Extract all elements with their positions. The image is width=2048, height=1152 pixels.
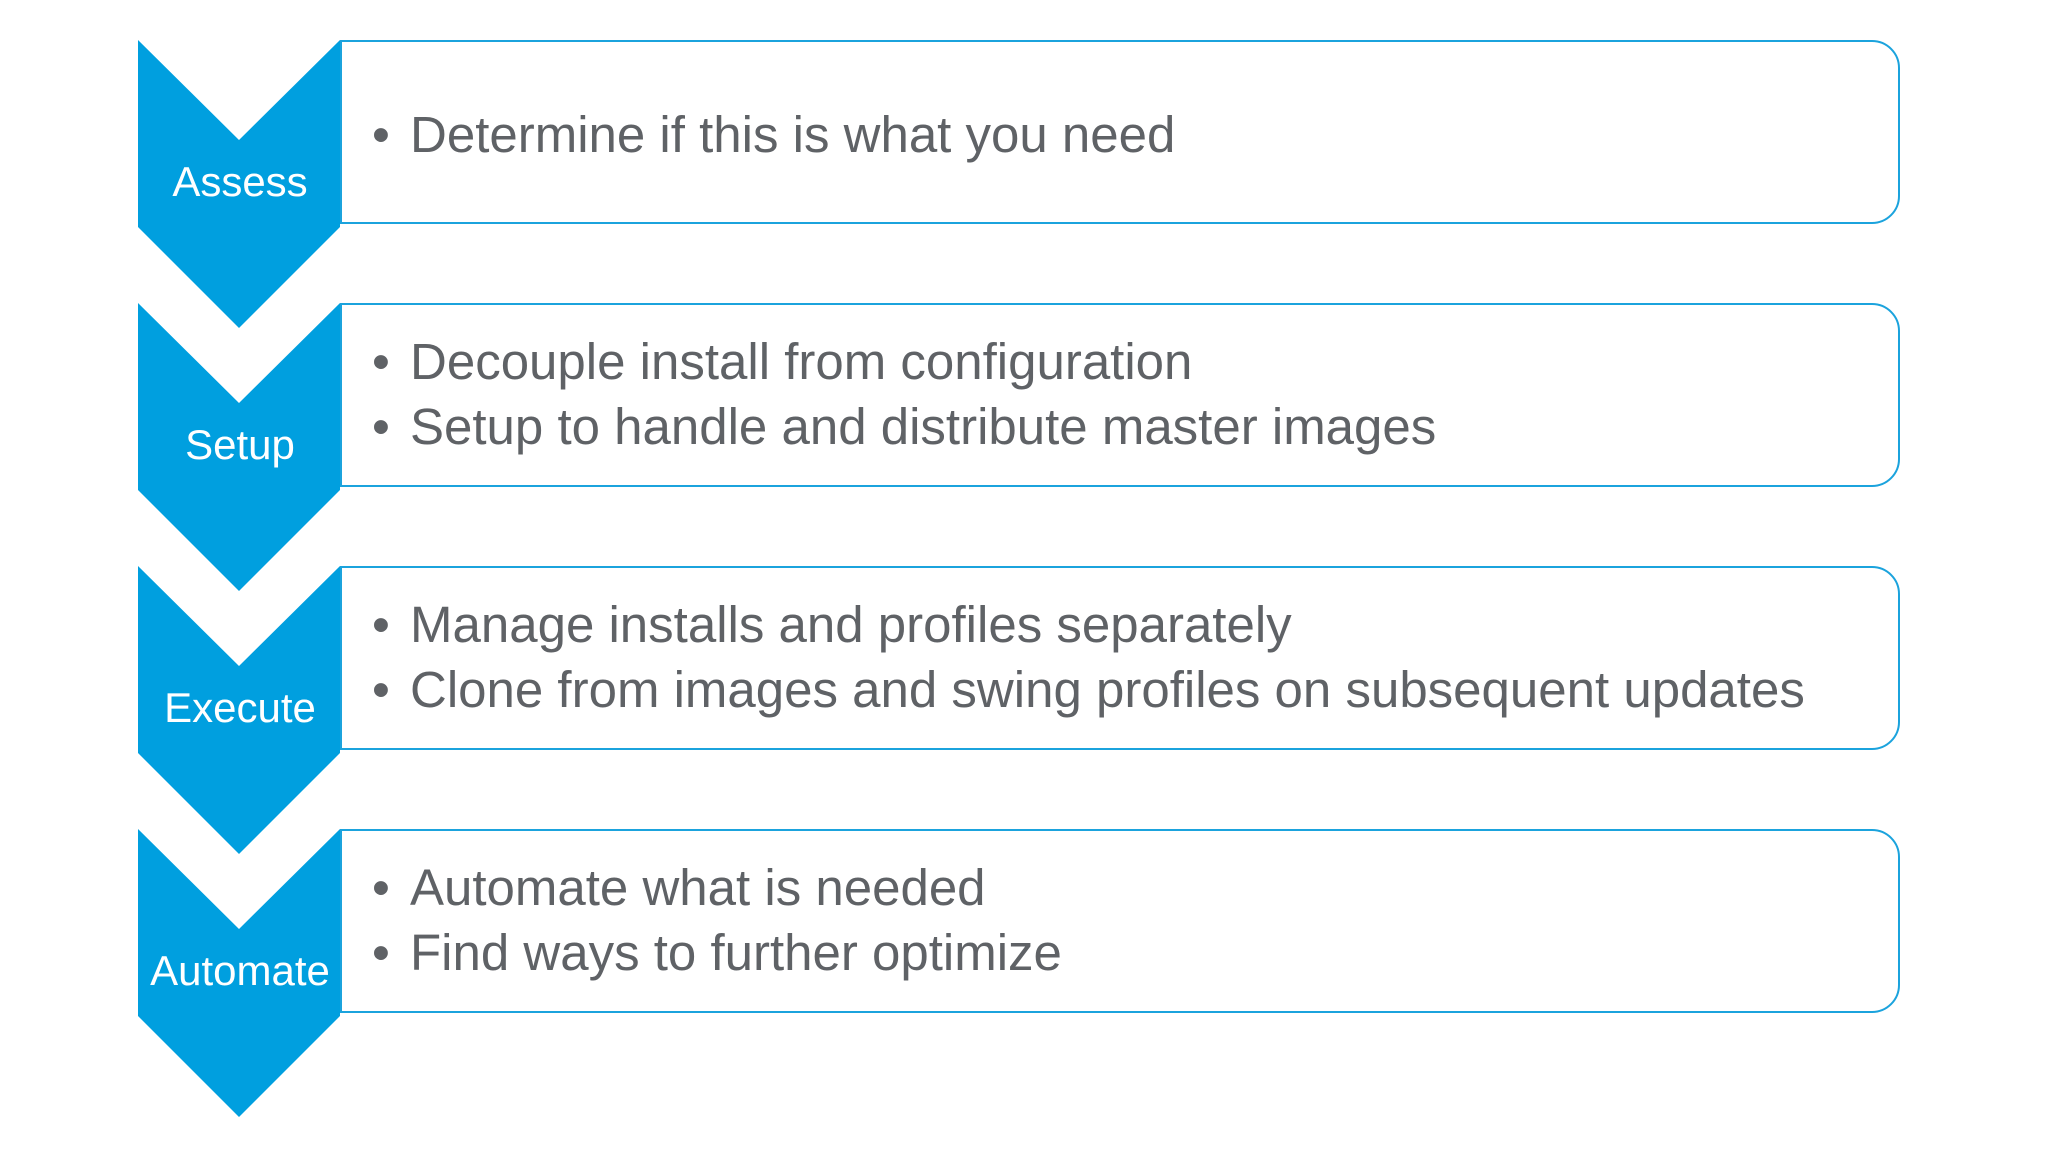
- bullet-item: Clone from images and swing profiles on …: [372, 657, 1892, 722]
- chevron-assess: [138, 40, 340, 328]
- chevron-execute: [138, 566, 340, 854]
- bullet-list: Manage installs and profiles separately …: [372, 568, 1892, 772]
- bullet-item: Find ways to further optimize: [372, 920, 1892, 985]
- bullet-item: Setup to handle and distribute master im…: [372, 394, 1892, 459]
- bullet-list: Automate what is needed Find ways to fur…: [372, 831, 1892, 1035]
- step-box-execute: Manage installs and profiles separately …: [340, 566, 1900, 750]
- bullet-item: Determine if this is what you need: [372, 102, 1892, 167]
- bullet-item: Manage installs and profiles separately: [372, 592, 1892, 657]
- step-label-setup: Setup: [185, 421, 295, 468]
- bullet-list: Decouple install from configuration Setu…: [372, 305, 1892, 509]
- step-box-automate: Automate what is needed Find ways to fur…: [340, 829, 1900, 1013]
- step-box-setup: Decouple install from configuration Setu…: [340, 303, 1900, 487]
- chevron-setup: [138, 303, 340, 591]
- bullet-item: Automate what is needed: [372, 855, 1892, 920]
- bullet-list: Determine if this is what you need: [372, 42, 1892, 282]
- step-label-assess: Assess: [172, 158, 308, 205]
- step-box-assess: Determine if this is what you need: [340, 40, 1900, 224]
- bullet-item: Decouple install from configuration: [372, 329, 1892, 394]
- step-label-automate: Automate: [150, 947, 330, 994]
- chevron-automate: [138, 829, 340, 1117]
- step-label-execute: Execute: [164, 684, 316, 731]
